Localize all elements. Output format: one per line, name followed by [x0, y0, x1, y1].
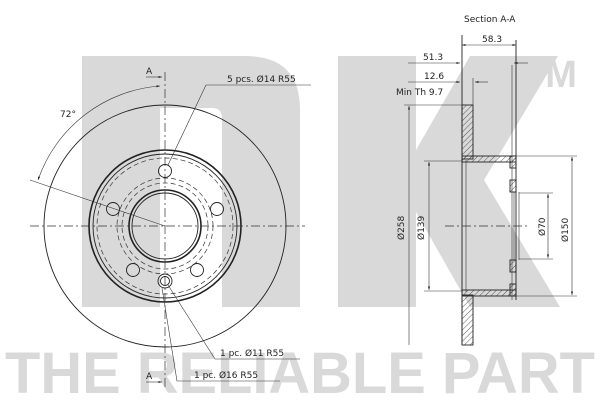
trademark-mark: TM	[522, 54, 577, 96]
angle-label: 72°	[60, 110, 76, 120]
dim-overall-height: 58.3	[482, 35, 502, 45]
dim-hat-inner-diameter: Ø139	[416, 215, 427, 240]
callout-small-hole: 1 pc. Ø11 R55	[220, 348, 284, 359]
section-marker-bottom: A	[146, 372, 153, 382]
nk-logo-watermark: TM	[82, 54, 577, 307]
tagline-watermark: THE RELIABLE PART	[5, 341, 595, 400]
callout-large-hole: 1 pc. Ø16 R55	[194, 370, 258, 381]
section-view: Section A-A 58.3 51.3 12.6	[396, 15, 577, 346]
front-view: 72° A A 5 pcs. Ø14 R55 1 pc. Ø11 R55 1 p…	[29, 67, 311, 390]
callout-bolt-holes: 5 pcs. Ø14 R55	[227, 74, 296, 85]
section-title: Section A-A	[464, 15, 516, 25]
dim-center-bore: Ø70	[537, 217, 548, 236]
dim-thickness: 12.6	[424, 72, 444, 82]
dim-outer-diameter: Ø258	[396, 215, 407, 240]
dim-hat-outer-diameter: Ø150	[560, 217, 571, 242]
section-marker-top: A	[146, 67, 153, 77]
dim-hat-height: 51.3	[423, 53, 443, 63]
dim-min-thickness: Min Th 9.7	[396, 88, 443, 98]
